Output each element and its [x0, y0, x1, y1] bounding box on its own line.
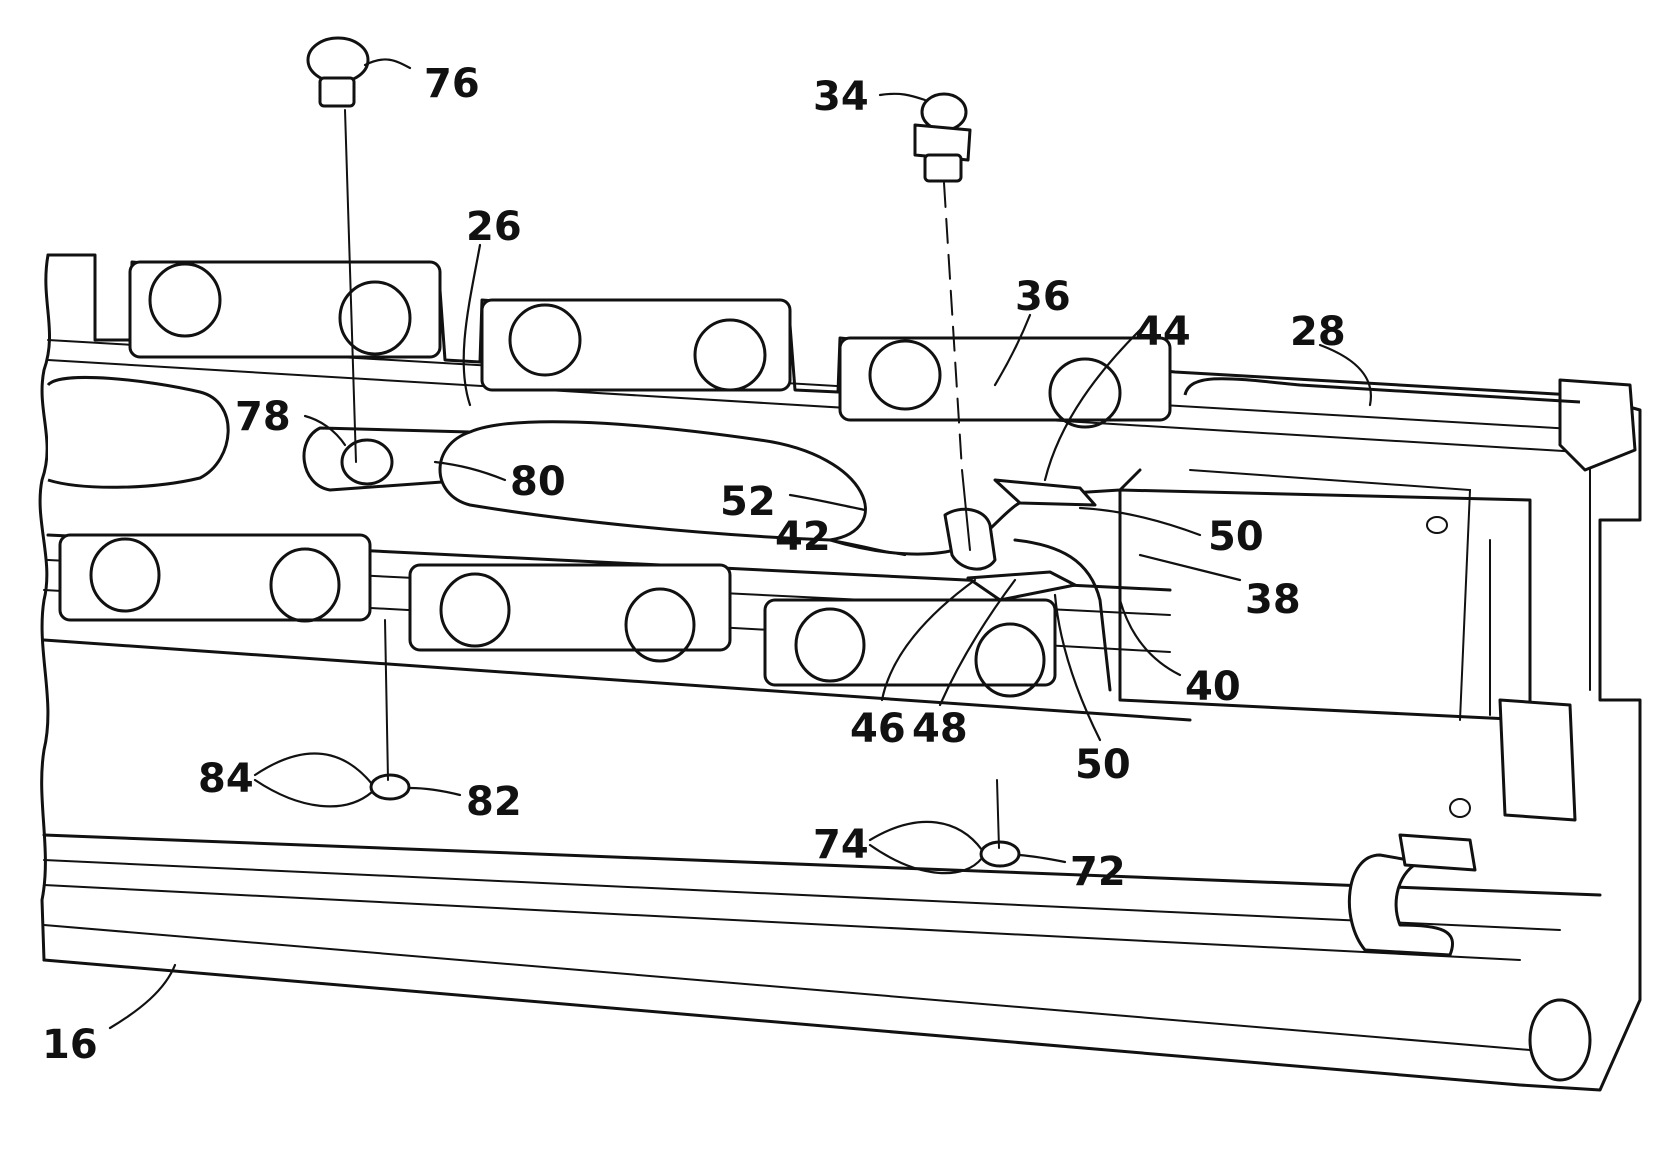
label-46: 46: [850, 706, 906, 752]
label-48: 48: [912, 706, 968, 752]
axis-72: [997, 780, 999, 848]
label-38: 38: [1245, 577, 1301, 623]
label-40: 40: [1185, 664, 1241, 710]
fastener-76-head: [308, 38, 368, 82]
label-34: 34: [813, 74, 869, 120]
label-74: 74: [813, 822, 869, 868]
upper-roller-cage-1: [130, 262, 440, 357]
label-72: 72: [1070, 849, 1126, 895]
leader-26: [464, 245, 480, 405]
assembly-axis-34: [944, 183, 962, 470]
fastener-34: [915, 94, 970, 181]
label-84: 84: [198, 756, 254, 802]
lower-hook: [1349, 855, 1452, 955]
leader-84b: [255, 780, 372, 806]
axis-82: [385, 620, 388, 780]
fastener-76-shank: [320, 78, 354, 106]
hole-72: [981, 842, 1019, 866]
leader-74a: [870, 822, 982, 850]
small-hole: [1427, 517, 1447, 533]
leader-72: [1019, 855, 1065, 862]
rear-bracket: [1560, 380, 1635, 470]
bracket-28: [1185, 379, 1580, 402]
bottom-line: [44, 925, 1530, 1050]
leader-50b: [1055, 595, 1100, 740]
label-80: 80: [510, 459, 566, 505]
leader-82: [410, 788, 460, 795]
fastener-34-head: [922, 94, 966, 130]
label-78: 78: [235, 394, 291, 440]
lower-channel-edge-2: [44, 960, 1520, 1085]
label-52: 52: [720, 479, 776, 525]
hole-82: [371, 775, 409, 799]
label-50a: 50: [1208, 514, 1264, 560]
label-50b: 50: [1075, 742, 1131, 788]
leader-40: [1120, 600, 1180, 675]
rail-end-bore: [1530, 1000, 1590, 1080]
label-82: 82: [466, 779, 522, 825]
lower-tab: [1400, 835, 1475, 870]
leader-84a: [255, 754, 372, 784]
fastener-34-shank: [925, 155, 961, 181]
lower-channel-line-1: [44, 860, 1560, 930]
latch-finger-48: [945, 509, 995, 569]
leader-50a: [1080, 508, 1200, 535]
lower-roller-cage-1: [60, 535, 370, 620]
label-26: 26: [466, 204, 522, 250]
latch-tab-44: [995, 480, 1095, 505]
lower-channel-line-2: [44, 885, 1520, 960]
end-stop-block: [1500, 700, 1575, 820]
leader-42: [830, 540, 905, 555]
leader-76: [365, 59, 410, 68]
left-oblong-slot: [48, 377, 228, 487]
label-28: 28: [1290, 309, 1346, 355]
fastener-76: [308, 38, 368, 106]
label-16: 16: [42, 1022, 98, 1068]
leader-16: [110, 965, 175, 1028]
upper-roller-cage-2: [482, 300, 790, 390]
label-36: 36: [1015, 274, 1071, 320]
small-hole: [1450, 799, 1470, 817]
label-42: 42: [775, 514, 831, 560]
label-76: 76: [424, 61, 480, 107]
label-44: 44: [1135, 309, 1191, 355]
latch-block-46: [968, 572, 1075, 600]
leader-34: [880, 94, 925, 100]
